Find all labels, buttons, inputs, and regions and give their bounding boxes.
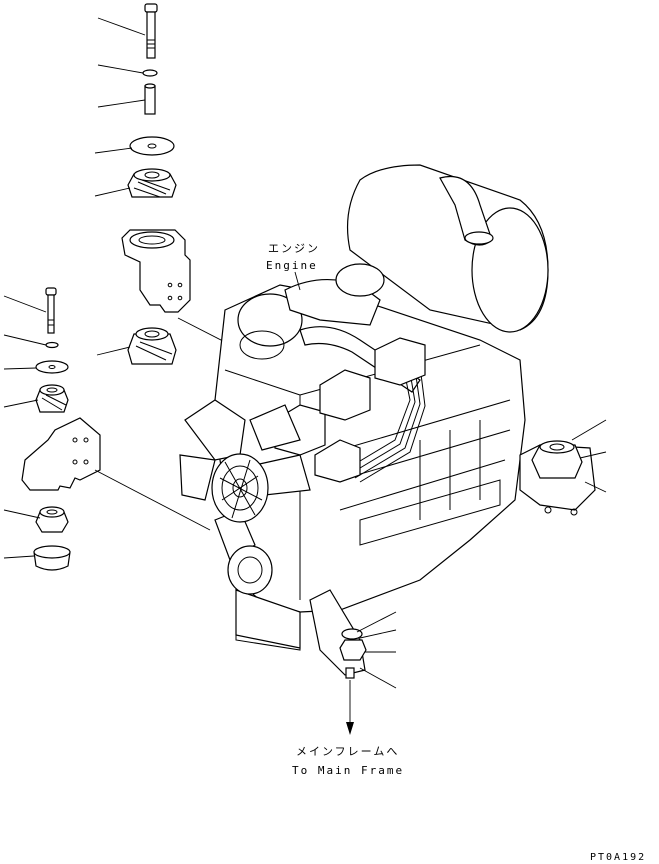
to-frame-label-en: To Main Frame [292,764,405,777]
front-mount-bottom [309,589,397,689]
to-frame-label-jp: メインフレームへ [296,745,400,758]
crank-pulley [227,545,273,595]
cushion-upper [127,168,177,198]
cushion-upper-lower [127,327,177,365]
plate-upper [129,136,175,156]
collar-upper [144,83,156,115]
fuel-lines [344,365,426,483]
rear-mount-right [519,419,607,516]
washer-upper [142,69,158,77]
cooling-fan [179,399,311,561]
bolt-left [45,287,57,334]
plate-left [35,360,69,374]
bracket-left [21,417,101,491]
left-mount-stack [3,287,211,571]
engine-label-en: Engine [266,259,318,272]
bolt-upper [144,3,158,59]
muffler [346,164,549,333]
cushion-left-lower [35,506,69,533]
cup-left [33,545,71,571]
to-frame-arrow [346,680,354,735]
engine-label-jp: エンジン [268,242,320,255]
bracket-upper [121,229,191,313]
figure-code: PT0A192 [590,852,647,863]
washer-left [45,341,59,349]
engine-assembly [179,164,607,735]
cushion-left [35,384,69,413]
upper-mount-stack [94,3,261,365]
